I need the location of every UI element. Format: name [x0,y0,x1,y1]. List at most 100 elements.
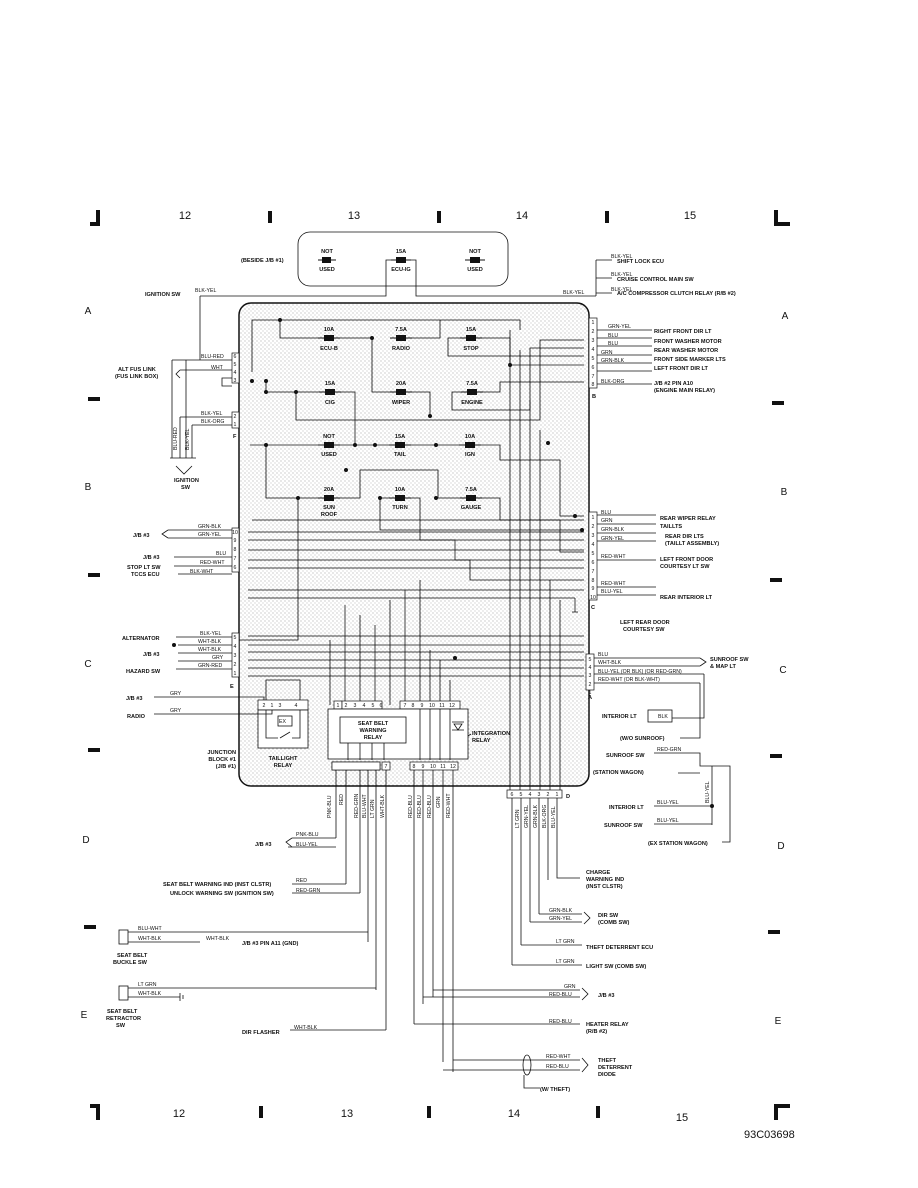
dest-seat-belt-2: SEAT BELT [107,1009,138,1015]
svg-text:4: 4 [592,542,595,548]
svg-text:20A: 20A [396,381,406,387]
svg-text:WIPER: WIPER [392,400,410,406]
dest-light-sw: LIGHT SW (COMB SW) [586,964,646,970]
fuse-cig: 15A CIG [319,381,341,406]
svg-text:2: 2 [589,682,592,688]
svg-text:8: 8 [592,382,595,388]
svg-text:10A: 10A [324,327,334,333]
wire-r-blu-yel-vert: BLU-YEL [705,781,711,803]
fuse-sunroof: 20A SUN ROOF [318,487,340,518]
svg-text:7: 7 [592,374,595,380]
column-label-12-bottom: 12 [173,1108,185,1120]
svg-text:1: 1 [592,515,595,521]
wire-r-blk: BLK [658,714,668,720]
svg-text:2: 2 [234,662,237,668]
ground-icon [179,993,184,1001]
top-fuse-1-rating: NOT [321,249,333,255]
dest-comb-sw: (COMB SW) [598,920,630,926]
fuse-stop: 15A STOP [460,327,482,352]
fuse-ecu-b: 10A ECU-B [318,327,340,352]
svg-text:9: 9 [422,764,425,770]
wire-wht-alt: WHT [211,365,224,371]
dest-retractor: RETRACTOR [106,1016,141,1022]
svg-text:11: 11 [440,764,445,770]
top-fuse-3-name: USED [467,267,483,273]
svg-text:4: 4 [234,644,237,650]
top-fuse-box-outline [297,231,509,287]
dest-map-lt: & MAP LT [710,664,736,670]
svg-text:4: 4 [234,370,237,376]
wire-label-shift-lock: BLK-YEL [611,254,632,260]
row-label-c-left: C [84,659,91,670]
tick-top-1 [268,211,272,223]
top-fuse-3-rating: NOT [469,249,481,255]
grid-frame: 12 13 14 15 12 13 14 15 A B C D E A B C … [81,210,790,1124]
corner-mark-bottom-left [90,1104,100,1120]
dest-cruise-control-main-sw: CRUISE CONTROL MAIN SW [617,277,694,283]
junction-block-1: 10A ECU-B 7.5A RADIO 15A STOP 15A CIG 20… [207,302,598,800]
row-label-d-right: D [777,841,784,852]
top-right-connections: BLK-YEL SHIFT LOCK ECU BLK-YEL CRUISE CO… [563,254,736,297]
left-side-connections: BLU-RED WHT ALT FUS LINK (FUS LINK BOX) … [115,296,273,720]
dest-theft: THEFT [598,1058,617,1064]
wire-blk-org-f1: BLK-ORG [201,419,224,425]
top-fuse-3: NOT USED [465,249,485,273]
dest-shift-lock-ecu: SHIFT LOCK ECU [617,259,664,265]
svg-text:10A: 10A [465,434,475,440]
wire-r-blu-yel-or: BLU-YEL (OR BLK) (OR RED-GRN) [598,669,682,675]
ignition-sw-label-top: IGNITION SW [145,292,181,298]
wire-r-blu-sunroof: BLU [598,652,608,658]
junction-block-name-2: BLOCK #1 [208,757,236,763]
tick-top-2 [437,211,441,223]
svg-text:12: 12 [450,764,456,770]
dest-sunroof-sw-2: SUNROOF SW [606,753,645,759]
svg-text:15A: 15A [466,327,476,333]
tick-right-1 [772,401,784,405]
bwire-blu-yel: BLU-YEL [296,842,318,848]
row-label-a-right: A [782,311,789,322]
fuse-tail: 15A TAIL [389,434,411,458]
vwire-blu-yel: BLU-YEL [551,806,557,828]
svg-text:1: 1 [234,671,237,677]
internal-wiring [239,319,584,790]
wire-r-grn-2: GRN [601,518,613,524]
wire-r-wht-blk: WHT-BLK [598,660,622,666]
top-fuse-1: NOT USED [318,249,336,273]
svg-text:3: 3 [279,703,282,709]
dest-tccs-ecu: TCCS ECU [131,572,160,578]
wire-wht-blk-1: WHT-BLK [198,639,222,645]
svg-text:20A: 20A [324,487,334,493]
dest-deterrent: DETERRENT [598,1065,633,1071]
tick-top-3 [605,211,609,223]
connector-letter-f: F [233,434,237,440]
wire-grn-red: GRN-RED [198,663,222,669]
svg-text:4: 4 [589,665,592,671]
svg-text:4: 4 [529,792,532,798]
wire-blu-left: BLU [216,551,226,557]
dest-radio: RADIO [127,714,146,720]
junction-block-ref: (J/B #1) [216,764,236,770]
wire-r-grn-blk: GRN-BLK [601,358,625,364]
bwire-pnk-blu: PNK-BLU [296,832,319,838]
bwire-wht-blk-flasher: WHT-BLK [294,1025,318,1031]
bwire-red-blu: RED-BLU [549,992,572,998]
connector-letter-b: B [592,394,596,400]
dest-heater-relay: HEATER RELAY [586,1022,629,1028]
svg-text:10: 10 [430,764,436,770]
svg-text:7.5A: 7.5A [466,381,478,387]
dest-wo-sunroof: (W/O SUNROOF) [620,736,665,742]
dest-ignition-sw-2: SW [181,485,191,491]
dest-stop-lt-sw: STOP LT SW [127,565,161,571]
vwire-grn-blk: GRN-BLK [533,804,539,828]
seat-belt-retractor-sw-icon [118,985,129,1001]
tick-left-1 [88,397,100,401]
svg-text:GAUGE: GAUGE [461,505,482,511]
wire-r-blu-1: BLU [608,333,618,339]
seat-belt-relay-label-3: RELAY [364,735,383,741]
dest-rb2: (R/B #2) [586,1029,607,1035]
bottom-connections: PNK-BLU BLU-YEL J/B #3 RED RED-GRN SEAT … [106,832,653,1093]
fuse-sunroof-name: SUN [323,505,335,511]
connector-letter-d: D [566,794,570,800]
wire-blk-yel-f2: BLK-YEL [201,411,222,417]
dest-jb3-e: J/B #3 [255,842,271,848]
